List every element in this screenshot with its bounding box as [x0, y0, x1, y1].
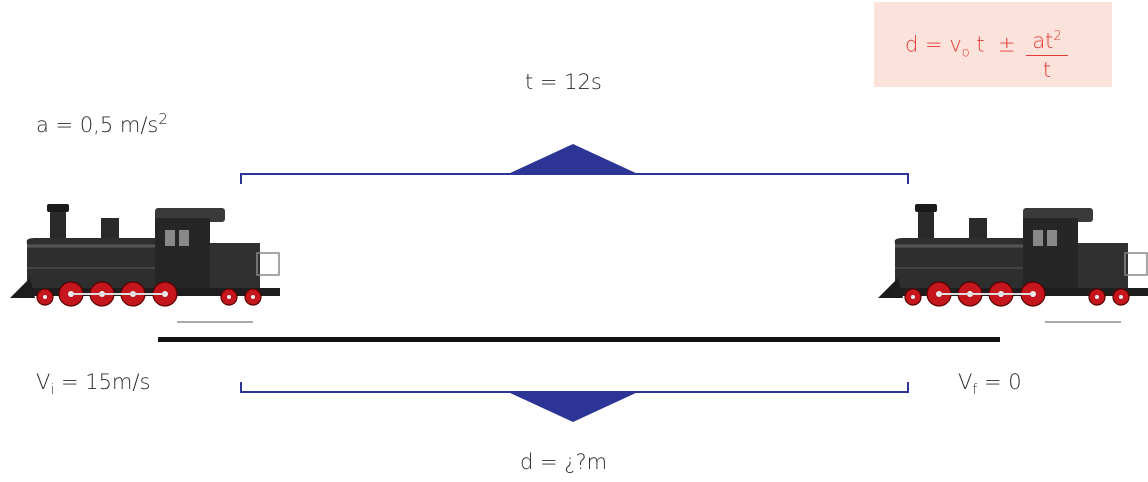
formula-numerator-sup: 2 — [1053, 29, 1062, 44]
train-left — [10, 204, 280, 323]
formula-numerator-text: at — [1032, 29, 1054, 53]
vf-value: = 0 — [977, 370, 1022, 394]
formula-fraction: at2 t — [1026, 29, 1068, 82]
time-bracket — [240, 144, 909, 184]
train-right — [878, 204, 1148, 323]
formula-equals: = — [925, 32, 943, 57]
locomotive-icon — [10, 204, 280, 323]
time-bracket-arrow — [508, 144, 638, 174]
locomotive-icon — [878, 204, 1148, 323]
time-label: t = 12s — [525, 70, 602, 94]
formula-plus-minus: ± — [998, 32, 1016, 57]
track-line — [158, 337, 1000, 342]
distance-label: d = ¿?m — [520, 450, 608, 474]
acceleration-label: a = 0,5 m/s2 — [36, 110, 168, 137]
formula-box — [874, 2, 1112, 87]
distance-bracket-arrow — [508, 392, 638, 422]
kinematic-formula: d = vo t ± at2 t — [905, 19, 1068, 82]
formula-v: v — [949, 32, 962, 57]
formula-denominator: t — [1042, 58, 1052, 82]
vi-value: = 15m/s — [54, 370, 151, 394]
formula-v-sub: o — [961, 45, 970, 61]
initial-velocity-label: Vi = 15m/s — [36, 370, 150, 398]
acceleration-sup: 2 — [158, 110, 168, 128]
vf-symbol: V — [958, 370, 973, 394]
vi-symbol: V — [36, 370, 51, 394]
formula-d: d — [905, 32, 919, 57]
final-velocity-label: Vf = 0 — [958, 370, 1022, 398]
formula-t: t — [976, 32, 985, 57]
acceleration-value: a = 0,5 m/s — [36, 113, 159, 137]
vi-subscript: i — [50, 382, 55, 399]
distance-bracket-line — [240, 382, 909, 393]
time-bracket-line — [240, 173, 909, 184]
distance-bracket — [240, 382, 909, 422]
vf-subscript: f — [972, 382, 978, 399]
formula-numerator: at2 — [1026, 29, 1068, 56]
